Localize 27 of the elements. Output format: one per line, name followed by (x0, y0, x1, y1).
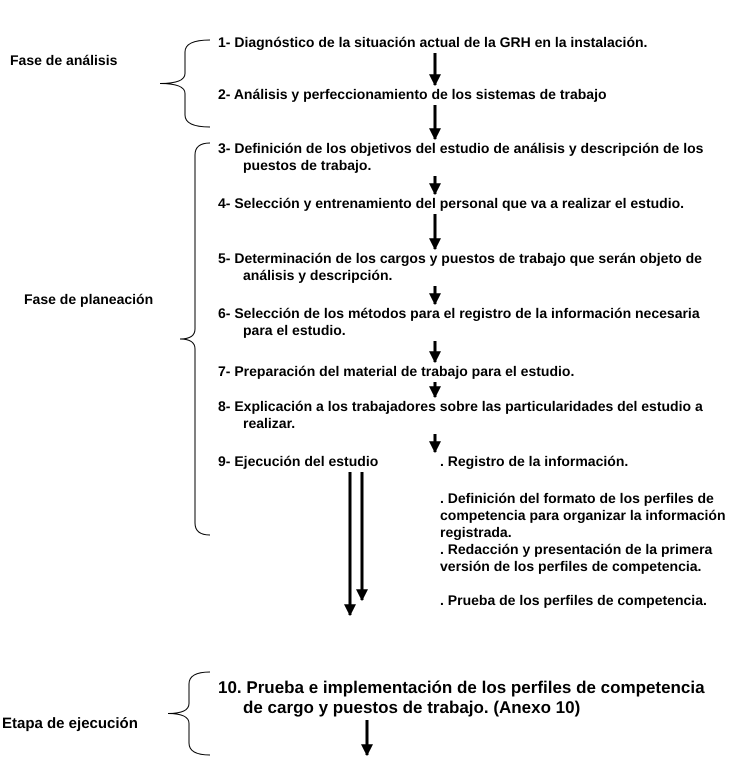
step-text: 7- Preparación del material de trabajo para el estudio. (218, 363, 728, 380)
phase-label: Fase de análisis (10, 52, 118, 69)
step-text: 6- Selección de los métodos para el registro de la información necesaria para el estudio. (218, 305, 728, 339)
arrow (429, 341, 441, 364)
arrow (361, 720, 373, 756)
arrow (429, 176, 441, 196)
step-note: . Registro de la información. (440, 453, 630, 470)
arrow (429, 382, 441, 398)
arrow (429, 214, 441, 250)
arrow (344, 472, 356, 616)
arrow (429, 53, 441, 86)
step-text: 2- Análisis y perfeccionamiento de los sistemas de trabajo (218, 86, 728, 103)
step-text: 4- Selección y entrenamiento del personal que va a realizar el estudio. (218, 195, 728, 212)
step-text: 1- Diagnóstico de la situación actual de la GRH en la instalación. (218, 34, 728, 51)
phase-label: Etapa de ejecución (2, 715, 138, 732)
arrow (429, 105, 441, 140)
step-note: . Redacción y presentación de la primera versión de los perfiles de competencia. (440, 541, 714, 575)
step-text: 8- Explicación a los trabajadores sobre las particularidades del estudio a realizar. (218, 398, 728, 432)
phase-label: Fase de planeación (24, 291, 154, 308)
arrow (356, 472, 368, 602)
arrow (429, 286, 441, 306)
step-text: 5- Determinación de los cargos y puestos de trabajo que serán objeto de análisis y descripción. (218, 250, 728, 284)
step-text: 3- Definición de los objetivos del estudio de análisis y descripción de los puestos de trabajo. (218, 140, 732, 174)
arrow (429, 434, 441, 454)
step-text: 10. Prueba e implementación de los perfiles de competencia de cargo y puestos de trabajo. (Anexo 10) (218, 678, 728, 718)
step-note: . Prueba de los perfiles de competencia. (440, 592, 708, 609)
step-note: . Definición del formato de los perfiles de competencia para organizar la información registrada. (440, 490, 727, 541)
